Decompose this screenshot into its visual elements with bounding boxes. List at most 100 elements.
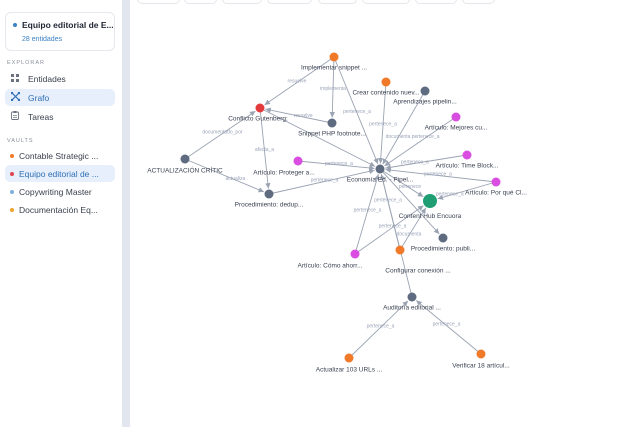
edge-label: pertenece_a [379, 224, 407, 230]
vault-label: Equipo editorial de ... [19, 168, 99, 179]
sidebar-divider [122, 0, 130, 427]
graph-node-porque[interactable] [491, 177, 501, 187]
node-label: Conflicto Gutenberg: [228, 116, 288, 123]
edge-label: pertenece_a [401, 159, 429, 165]
graph-edge [382, 90, 426, 165]
node-label: Actualizar 103 URLs ... [316, 367, 383, 374]
vault-item-active[interactable]: Equipo editorial de ... [5, 165, 115, 182]
graph-node-impl[interactable] [329, 52, 339, 62]
edge-label: pertenece_a [424, 172, 452, 178]
node-label: Content Hub Encuora [399, 213, 462, 220]
vault-title-text: Equipo editorial de E... [22, 20, 114, 30]
edge-label: pertenece_a [369, 122, 397, 128]
edge-label: documenta [386, 134, 411, 140]
graph-edge [380, 174, 413, 298]
graph-edge [264, 56, 335, 106]
edge-label: pertenece_a [374, 197, 402, 203]
edge-label: pertenece_a [325, 161, 353, 167]
node-label: Artículo: Mejores cu... [425, 125, 488, 132]
vault-label: Copywriting Master [19, 186, 92, 197]
graph-node-snippet[interactable] [327, 118, 337, 128]
node-label: Configurar conexión ... [385, 268, 451, 275]
vault-title: Equipo editorial de E... [13, 20, 114, 30]
current-vault-card[interactable]: Equipo editorial de E... 28 entidades [5, 12, 115, 51]
clipboard-icon [10, 111, 20, 122]
edge-label: actualiza [226, 176, 246, 182]
graph-edge [354, 174, 380, 255]
edge-label: pertenece_a [436, 191, 464, 197]
vault-dot-icon [10, 171, 14, 176]
graph-node-como[interactable] [350, 249, 360, 259]
graph-node-audit[interactable] [407, 292, 417, 302]
grid-icon [10, 73, 20, 84]
node-label: Economía Ed. - Pipel... [347, 177, 414, 184]
nav-grafo[interactable]: Grafo [5, 89, 115, 106]
entity-count: 28 entidades [22, 36, 63, 43]
node-label: Aprendizajes pipelin... [393, 99, 457, 106]
graph-node-publi[interactable] [438, 233, 448, 243]
graph-edge [348, 300, 409, 359]
graph-edge [354, 205, 424, 255]
graph-node-mejores[interactable] [451, 112, 461, 122]
edge-label: implementa [320, 86, 346, 92]
graph-node-proteger[interactable] [293, 156, 303, 166]
graph-svg[interactable]: resuelve implementa pertenece_a resuelve doc… [130, 0, 640, 427]
graph-edge [297, 160, 375, 171]
vault-label: Contable Strategic ... [19, 150, 99, 161]
graph-node-conflict[interactable] [255, 103, 265, 113]
graph-edge [437, 181, 497, 200]
node-label: Snippet PHP footnote... [298, 131, 366, 138]
graph-edge [415, 300, 482, 355]
edge-label: resuelve [294, 113, 313, 119]
node-label: Artículo: Por qué Cl... [465, 190, 527, 197]
vault-item[interactable]: Contable Strategic ... [5, 147, 115, 164]
nav-entidades[interactable]: Entidades [5, 70, 115, 87]
graph-node-aprend[interactable] [420, 86, 430, 96]
node-label: ACTUALIZACIÓN CRÍTIC [147, 166, 223, 175]
edge-label: pertenece_a [412, 134, 440, 140]
graph-edge [329, 56, 336, 118]
vault-dot-icon [10, 153, 14, 158]
graph-node-verif[interactable] [476, 349, 486, 359]
vault-dot-icon [13, 22, 17, 27]
graph-edge [265, 107, 333, 124]
graph-edge [379, 168, 440, 235]
graph-node-econ[interactable] [375, 164, 385, 174]
graph-node-config[interactable] [395, 245, 405, 255]
graph-node-dedup[interactable] [264, 189, 274, 199]
graph-node-urls[interactable] [344, 353, 354, 363]
graph-canvas[interactable]: resuelve implementa pertenece_a resuelve doc… [130, 0, 640, 427]
edge-label: pertenece_a [367, 324, 395, 330]
node-label: Procedimiento: dedup... [235, 202, 304, 209]
edge-label: pertenece_a [354, 208, 382, 214]
graph-edge [259, 107, 376, 167]
node-label: Verificar 18 artícul... [452, 363, 510, 370]
node-label: Crear contenido nuev... [352, 90, 419, 97]
graph-edge [384, 116, 457, 167]
graph-edge [379, 168, 424, 198]
vault-item[interactable]: Documentación Eq... [5, 201, 115, 218]
edge-label: resuelve [288, 79, 307, 85]
edge-label: pertenece_a [343, 109, 371, 115]
graph-node-actual[interactable] [180, 154, 190, 164]
edge-label: documenta [397, 231, 422, 237]
graph-edge [385, 154, 468, 170]
vault-dot-icon [10, 189, 14, 194]
graph-icon [10, 91, 20, 103]
edge-label: documentado_por [202, 130, 243, 136]
graph-edge [184, 110, 256, 160]
nav-label: Entidades [28, 73, 66, 84]
graph-edge [333, 56, 379, 165]
graph-node-hub[interactable] [423, 194, 437, 208]
graph-node-crear[interactable] [381, 77, 391, 87]
nav-label: Grafo [28, 92, 50, 103]
graph-edge [259, 107, 271, 189]
edge-label: pertenece [399, 184, 421, 190]
node-label: Artículo: Time Block... [436, 163, 499, 170]
graph-node-time[interactable] [462, 150, 472, 160]
nav-tareas[interactable]: Tareas [5, 108, 115, 125]
vault-item[interactable]: Copywriting Master [5, 183, 115, 200]
vault-label: Documentación Eq... [19, 204, 98, 215]
vault-dot-icon [10, 207, 14, 212]
edge-label: pertenece_a [311, 178, 339, 184]
